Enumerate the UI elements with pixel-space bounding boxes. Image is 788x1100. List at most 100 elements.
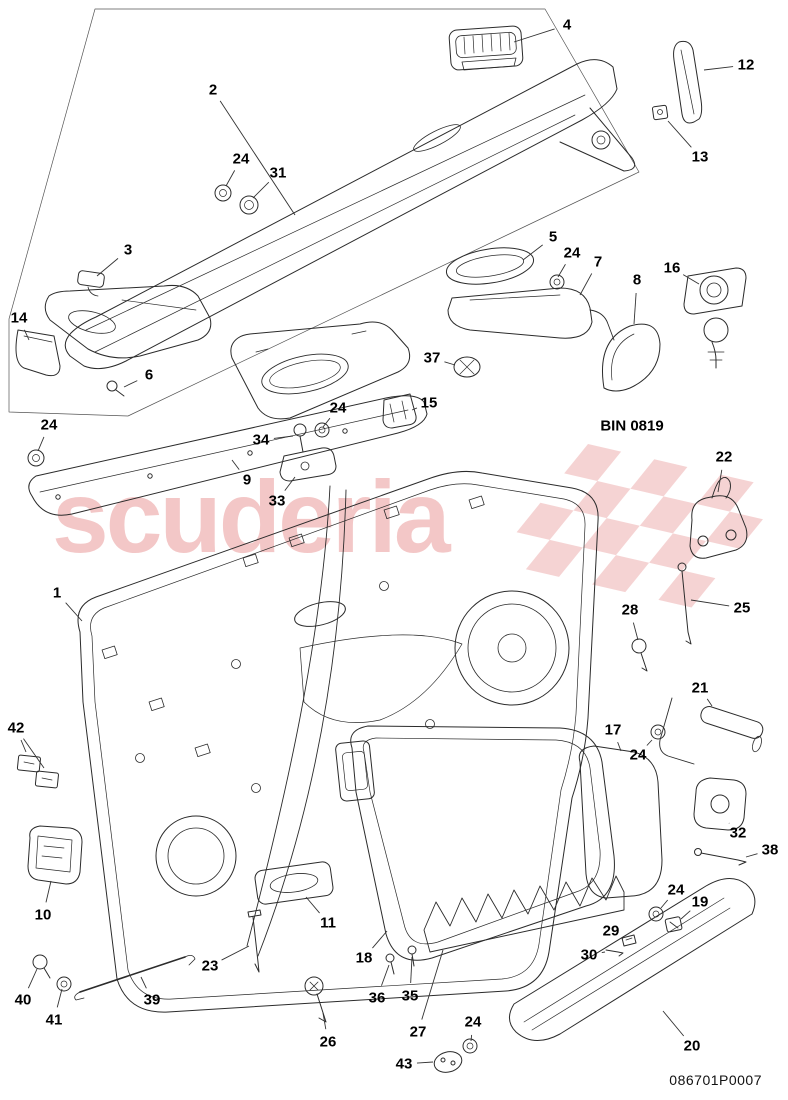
part-13-clip [651, 104, 669, 121]
callout-42: 42 [7, 719, 25, 737]
part-39-rod [74, 955, 196, 1001]
part-35-screw [407, 945, 417, 967]
fastener-grommet-left [27, 449, 45, 467]
callout-31: 31 [269, 164, 287, 182]
callout-29: 29 [602, 922, 620, 940]
callout-34: 34 [252, 431, 270, 449]
fastener-nut-c [650, 724, 666, 740]
frame-outline [8, 8, 640, 417]
callout-21: 21 [691, 679, 709, 697]
callout-18: 18 [355, 949, 373, 967]
callout-25: 25 [733, 599, 751, 617]
callout-24: 24 [667, 881, 685, 899]
part-7-duct [447, 287, 615, 341]
callout-20: 20 [683, 1037, 701, 1055]
callout-28: 28 [621, 601, 639, 619]
callout-3: 3 [123, 241, 133, 259]
part-41-washer [56, 976, 72, 992]
part-9-strip [28, 395, 428, 516]
part-32-knob [693, 777, 747, 831]
callout-37: 37 [423, 349, 441, 367]
part-17-armrest-insert [578, 745, 663, 899]
callout-bin-0819: BIN 0819 [600, 417, 664, 435]
part-3-clip [77, 270, 105, 297]
part-10-bracket [27, 825, 83, 885]
part-26-screw [304, 976, 327, 1023]
part-27-toothed-strip [423, 875, 625, 953]
part-23-screw [247, 909, 262, 973]
callout-6: 6 [144, 366, 154, 384]
part-25-pin [677, 562, 692, 645]
part-29-clip [621, 934, 637, 947]
callout-4: 4 [562, 16, 572, 34]
callout-39: 39 [143, 991, 161, 1009]
part-38-pin [694, 848, 747, 866]
part-18-armrest-shell [350, 725, 615, 961]
part-33-bracket [279, 447, 337, 482]
callout-41: 41 [45, 1011, 63, 1029]
part-11-plate [254, 861, 334, 905]
part-21-cylinder [659, 697, 764, 765]
callout-35: 35 [401, 987, 419, 1005]
part-16-grommet [683, 267, 747, 369]
part-42-clips [16, 754, 59, 789]
callout-11: 11 [320, 914, 336, 932]
part-12-strip [673, 40, 703, 124]
part-22-bracket [689, 477, 748, 559]
sill-piece [44, 285, 212, 359]
callout-24: 24 [464, 1013, 482, 1031]
callout-27: 27 [409, 1023, 427, 1041]
callout-33: 33 [268, 492, 286, 510]
callout-40: 40 [14, 991, 32, 1009]
callout-17: 17 [604, 721, 622, 739]
part-40-screw [32, 954, 51, 979]
part-6-screw [106, 380, 125, 397]
callout-10: 10 [34, 906, 52, 924]
callout-24: 24 [329, 399, 347, 417]
fastener-washers-top [214, 184, 259, 215]
callout-8: 8 [632, 271, 642, 289]
callout-30: 30 [580, 946, 598, 964]
part-15-clamp [382, 393, 417, 429]
fastener-nut-b [549, 274, 565, 290]
part-20-strip [509, 878, 756, 1041]
part-14-corner [15, 329, 61, 377]
callout-36: 36 [368, 989, 386, 1007]
callout-15: 15 [420, 394, 438, 412]
part-19-clip [664, 916, 683, 933]
part-43-grommet [433, 1051, 463, 1073]
callout-24: 24 [40, 416, 58, 434]
callout-19: 19 [691, 893, 709, 911]
part-8-mirror-triangle [602, 323, 661, 392]
callout-13: 13 [691, 148, 709, 166]
callout-24: 24 [563, 244, 581, 262]
callout-5: 5 [548, 228, 558, 246]
part-4-grille [448, 25, 524, 71]
part-34-screw [293, 423, 307, 453]
fastener-nut-a [314, 422, 330, 438]
part-37-washer [453, 356, 481, 378]
callout-43: 43 [395, 1055, 413, 1073]
callout-38: 38 [761, 841, 779, 859]
callout-22: 22 [715, 448, 733, 466]
fastener-nut-e [462, 1038, 478, 1054]
callout-23: 23 [201, 957, 219, 975]
part-28-screw [631, 638, 648, 672]
callout-26: 26 [319, 1033, 337, 1051]
part-36-screw [385, 953, 395, 975]
fastener-nut-d [648, 906, 664, 922]
callout-12: 12 [737, 56, 755, 74]
callout-14: 14 [10, 309, 28, 327]
part-5-ring [445, 247, 535, 285]
part-code: 086701P0007 [669, 1072, 762, 1088]
callout-1: 1 [52, 584, 62, 602]
callout-7: 7 [593, 253, 603, 271]
part-30-pin [605, 949, 624, 957]
part-2-top-rail [64, 59, 636, 370]
callout-24: 24 [629, 746, 647, 764]
callout-24: 24 [232, 150, 250, 168]
